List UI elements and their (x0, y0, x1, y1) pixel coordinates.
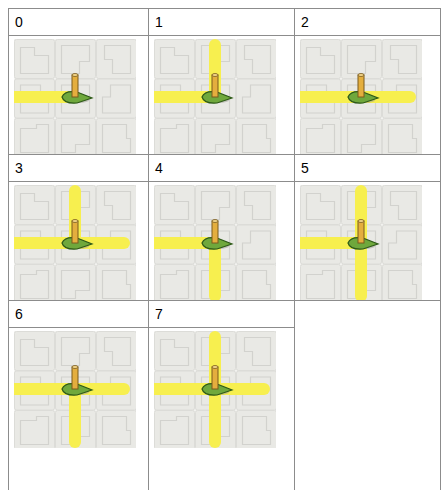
yellow-road (69, 191, 81, 243)
ground-tile (237, 186, 277, 225)
ground-tile (97, 79, 137, 118)
image-cell (8, 35, 149, 155)
road-tile-illustration (14, 39, 136, 156)
road-tile-illustration (14, 185, 136, 302)
road-tile-illustration (300, 185, 422, 302)
image-cell (148, 327, 295, 490)
post-marker (348, 74, 378, 104)
ground-tile (155, 332, 195, 371)
ground-tile (155, 411, 195, 449)
road-tile-illustration (154, 39, 276, 156)
ground-tile (97, 40, 137, 79)
road-tile-illustration (154, 185, 276, 302)
ground-tile (301, 186, 341, 225)
ground-tile (301, 265, 341, 303)
header-cell: 2 (294, 8, 441, 36)
ground-tile (97, 411, 137, 449)
cell-number: 7 (149, 301, 294, 327)
ground-tile (97, 332, 137, 371)
road-tile-illustration (154, 331, 276, 448)
post-marker (62, 220, 92, 250)
ground-tile (155, 186, 195, 225)
header-cell: 4 (148, 154, 295, 182)
cell-number: 2 (295, 9, 440, 35)
road-tile-illustration (14, 331, 136, 448)
road-tile-illustration (300, 39, 422, 156)
image-cell (148, 35, 295, 155)
ground-tile (15, 411, 55, 449)
image-cell (148, 181, 295, 301)
header-cell: 6 (8, 300, 149, 328)
image-cell (294, 181, 441, 301)
ground-tile (237, 79, 277, 118)
post-marker (62, 366, 92, 396)
header-cell: 7 (148, 300, 295, 328)
ground-tile (15, 265, 55, 303)
image-cell (8, 181, 149, 301)
post-marker (202, 366, 232, 396)
header-cell: 0 (8, 8, 149, 36)
cell-number: 3 (9, 155, 148, 181)
ground-tile (56, 265, 96, 303)
ground-tile (56, 40, 96, 79)
image-cell (294, 35, 441, 155)
cell-number: 4 (149, 155, 294, 181)
cell-number: 1 (149, 9, 294, 35)
empty-cell (294, 300, 441, 490)
ground-tile (301, 119, 341, 157)
cell-number: 0 (9, 9, 148, 35)
header-cell: 1 (148, 8, 295, 36)
image-cell (8, 327, 149, 490)
ground-tile (383, 119, 423, 157)
ground-tile (237, 265, 277, 303)
ground-tile (196, 119, 236, 157)
ground-tile (301, 40, 341, 79)
yellow-road (69, 389, 81, 442)
ground-tile (237, 332, 277, 371)
post-marker (348, 220, 378, 250)
ground-tile (97, 186, 137, 225)
cell-number: 5 (295, 155, 440, 181)
yellow-road (209, 243, 221, 296)
ground-tile (15, 186, 55, 225)
header-cell: 5 (294, 154, 441, 182)
yellow-road (355, 191, 367, 243)
ground-tile (155, 119, 195, 157)
ground-tile (237, 40, 277, 79)
ground-tile (56, 332, 96, 371)
yellow-road (209, 45, 221, 97)
yellow-road (355, 243, 367, 296)
ground-tile (97, 119, 137, 157)
ground-tile (196, 186, 236, 225)
yellow-road (209, 389, 221, 442)
post-marker (62, 74, 92, 104)
post-marker (202, 220, 232, 250)
ground-tile (383, 225, 423, 264)
ground-tile (342, 40, 382, 79)
header-cell: 3 (8, 154, 149, 182)
ground-tile (237, 225, 277, 264)
ground-tile (342, 119, 382, 157)
ground-tile (237, 119, 277, 157)
ground-tile (155, 265, 195, 303)
ground-tile (15, 40, 55, 79)
ground-tile (97, 265, 137, 303)
ground-tile (56, 119, 96, 157)
ground-tile (383, 265, 423, 303)
cell-number: 6 (9, 301, 148, 327)
ground-tile (237, 411, 277, 449)
ground-tile (383, 40, 423, 79)
ground-tile (383, 186, 423, 225)
post-marker (202, 74, 232, 104)
ground-tile (15, 332, 55, 371)
yellow-road (209, 337, 221, 389)
ground-tile (15, 119, 55, 157)
ground-tile (155, 40, 195, 79)
